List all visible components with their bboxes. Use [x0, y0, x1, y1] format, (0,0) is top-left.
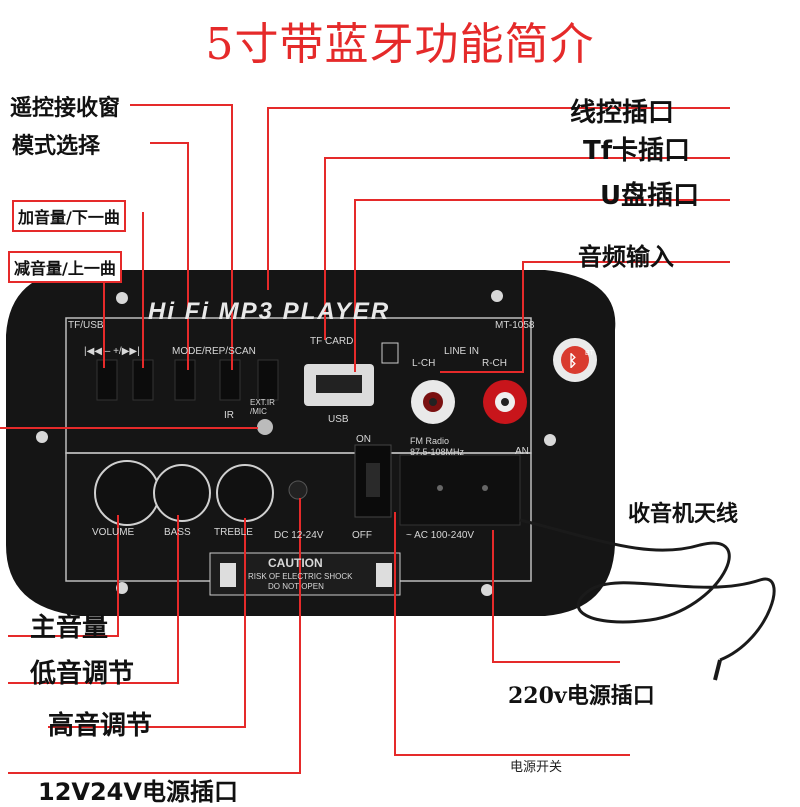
label-mode-select: 模式选择 [12, 128, 100, 160]
prev-button [97, 360, 117, 400]
ir-label: IR [224, 410, 234, 421]
label-main-volume: 主音量 [30, 607, 108, 644]
bt-label: BT [585, 350, 594, 357]
model-label: MT-1058 [495, 320, 534, 331]
mount-hole-icon [491, 290, 503, 302]
dc-range-label: DC 12-24V [274, 530, 323, 541]
ac-socket [400, 455, 520, 525]
volume-label: VOLUME [92, 527, 134, 538]
fm-range-label: 87.5-108MHz [410, 447, 464, 457]
tf-card-label: TF CARD [310, 336, 353, 347]
caution-line2: DO NOT OPEN [268, 582, 324, 591]
caution-title: CAUTION [268, 556, 323, 570]
ir-led-icon [257, 419, 273, 435]
label-vol-down-prev: 减音量/上一曲 [8, 251, 122, 283]
mode-rep-scan-label: MODE/REP/SCAN [172, 346, 256, 357]
mount-hole-icon [481, 584, 493, 596]
mode-button [175, 360, 195, 400]
prev-next-label: |◀◀ – +/▶▶| [84, 346, 140, 357]
bass-label: BASS [164, 527, 191, 538]
label-usb-slot: U盘插口 [600, 175, 699, 212]
ext-ir-mic-label: EXT.IR /MIC [250, 398, 286, 416]
label-power-switch: 电源开关 [510, 756, 562, 775]
label-wire-control: 线控插口 [570, 92, 674, 129]
dc-jack [289, 481, 307, 499]
fm-radio-label: FM Radio [410, 436, 449, 446]
on-label: ON [356, 434, 371, 445]
label-remote-receiver: 遥控接收窗 [10, 90, 120, 122]
bass-knob [154, 465, 210, 521]
line-in-label: LINE IN [444, 346, 479, 357]
usb-port-slot [316, 375, 362, 393]
treble-label: TREBLE [214, 527, 253, 538]
rep-button [220, 360, 240, 400]
brand-label: Hi Fi MP3 PLAYER [148, 298, 390, 326]
label-tf-slot: Tf卡插口 [583, 130, 690, 167]
l-ch-label: L-CH [412, 358, 435, 369]
mount-hole-icon [116, 292, 128, 304]
caution-line1: RISK OF ELECTRIC SHOCK [248, 572, 352, 581]
label-audio-input: 音频输入 [578, 237, 674, 272]
scan-button [258, 360, 278, 400]
tf-usb-label: TF/USB [68, 320, 104, 331]
bluetooth-icon: ᛒ [568, 353, 578, 370]
antenna-an-label: AN [515, 446, 529, 457]
mount-hole-icon [544, 434, 556, 446]
off-label: OFF [352, 530, 372, 541]
usb-label: USB [328, 414, 349, 425]
ac-range-label: ~ AC 100-240V [406, 530, 474, 541]
label-treble-adjust: 高音调节 [48, 705, 152, 742]
label-ac-power: 220v电源插口 [508, 678, 655, 710]
label-bass-adjust: 低音调节 [30, 653, 134, 690]
r-ch-label: R-CH [482, 358, 507, 369]
mount-hole-icon [36, 431, 48, 443]
label-vol-up-next: 加音量/下一曲 [12, 200, 126, 232]
label-dc-power: 12V24V电源插口 [38, 772, 238, 807]
treble-knob [217, 465, 273, 521]
volume-knob [95, 461, 159, 525]
label-radio-antenna: 收音机天线 [628, 496, 738, 528]
